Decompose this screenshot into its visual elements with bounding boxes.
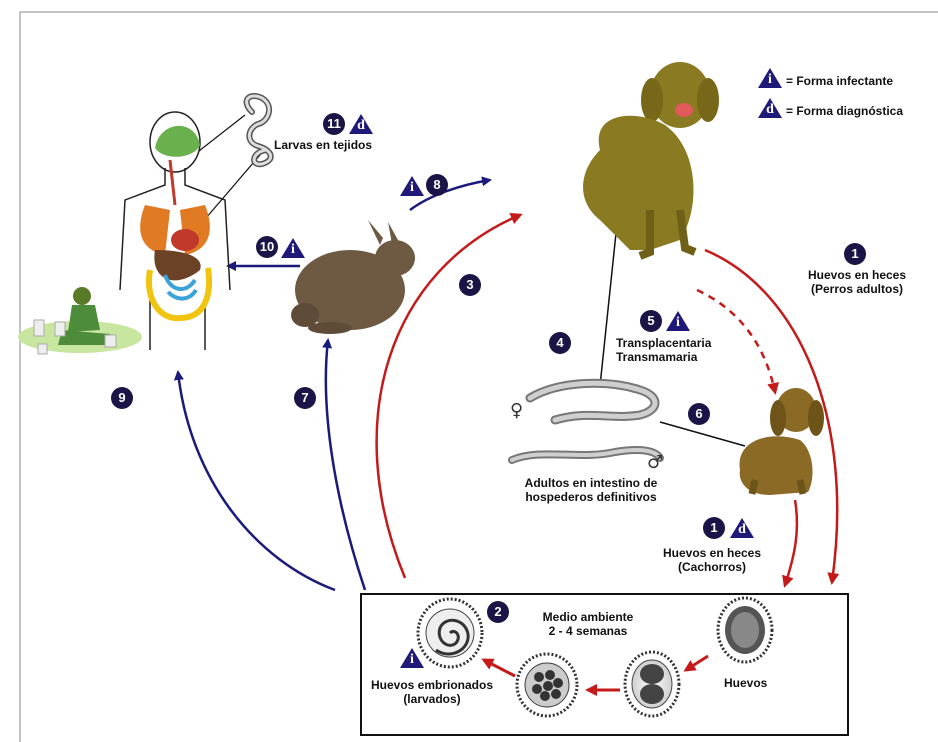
adultos-label: Adultos en intestino de hospederos defin…: [496, 476, 686, 504]
line-worms-to-puppy: [660, 422, 745, 446]
infective-form-icon: i: [400, 176, 424, 196]
step-9-badge: 9: [111, 387, 133, 409]
step-7-badge: 7: [294, 387, 316, 409]
adult-dog: [583, 62, 719, 256]
heces-cachorros-line-1: Huevos en heces: [652, 546, 772, 560]
step-6-badge: 6: [688, 403, 710, 425]
embrionados-line-2: (larvados): [362, 692, 502, 706]
step-5-badge: 5: [640, 310, 662, 332]
step-3-badge: 3: [459, 274, 481, 296]
adultos-line-1: Adultos en intestino de: [496, 476, 686, 490]
infective-form-icon: i: [400, 648, 424, 668]
human-figure: [120, 112, 230, 350]
diagnostic-form-icon: d: [730, 518, 754, 538]
step-4-badge: 4: [549, 332, 571, 354]
line-body-to-larva: [200, 155, 260, 225]
puppy: [740, 388, 824, 495]
legend-infectante-text: = Forma infectante: [786, 74, 893, 88]
infectante-legend-icon: i: [758, 68, 782, 88]
arrow-to-rabbit: [326, 340, 365, 590]
egg-morula: [517, 654, 577, 716]
infective-form-icon: i: [666, 311, 690, 331]
diagnostica-legend-icon: d: [758, 98, 782, 118]
step-8-badge: 8: [426, 174, 448, 196]
heces-cachorros-label: Huevos en heces (Cachorros): [652, 546, 772, 574]
heces-adultos-line-2: (Perros adultos): [792, 282, 922, 296]
embrionados-label: Huevos embrionados (larvados): [362, 678, 502, 706]
step-1-badge: 1: [844, 243, 866, 265]
step-1b-badge: 1: [703, 517, 725, 539]
adult-worms: [512, 383, 660, 460]
infective-form-icon: i: [281, 238, 305, 258]
heces-cachorros-line-2: (Cachorros): [652, 560, 772, 574]
transmission-label: Transplacentaria Transmamaria: [616, 336, 711, 364]
huevos-label: Huevos: [724, 676, 767, 690]
egg-unembryonated: [718, 598, 772, 662]
egg-two-cell: [625, 652, 679, 716]
rabbit: [291, 220, 415, 334]
larvas-label: Larvas en tejidos: [274, 138, 372, 152]
child-playing: [18, 287, 142, 354]
medio-ambiente-label: Medio ambiente 2 - 4 semanas: [528, 610, 648, 638]
medio-line-1: Medio ambiente: [528, 610, 648, 624]
arrow-puppy-feces: [785, 500, 797, 585]
heces-adultos-label: Huevos en heces (Perros adultos): [792, 268, 922, 296]
adultos-line-2: hospederos definitivos: [496, 490, 686, 504]
legend-diagnostica-text: = Forma diagnóstica: [786, 104, 903, 118]
step-10-badge: 10: [256, 236, 278, 258]
transmamaria-text: Transmamaria: [616, 350, 711, 364]
embrionados-line-1: Huevos embrionados: [362, 678, 502, 692]
transplacentaria-text: Transplacentaria: [616, 336, 711, 350]
step-11-badge: 11: [323, 113, 345, 135]
step-2-badge: 2: [487, 601, 509, 623]
egg-embryonated: [418, 599, 482, 667]
heces-adultos-line-1: Huevos en heces: [792, 268, 922, 282]
medio-line-2: 2 - 4 semanas: [528, 624, 648, 638]
diagnostic-form-icon: d: [349, 114, 373, 134]
female-symbol: ♀: [510, 400, 523, 421]
male-symbol: ♂: [647, 452, 663, 473]
